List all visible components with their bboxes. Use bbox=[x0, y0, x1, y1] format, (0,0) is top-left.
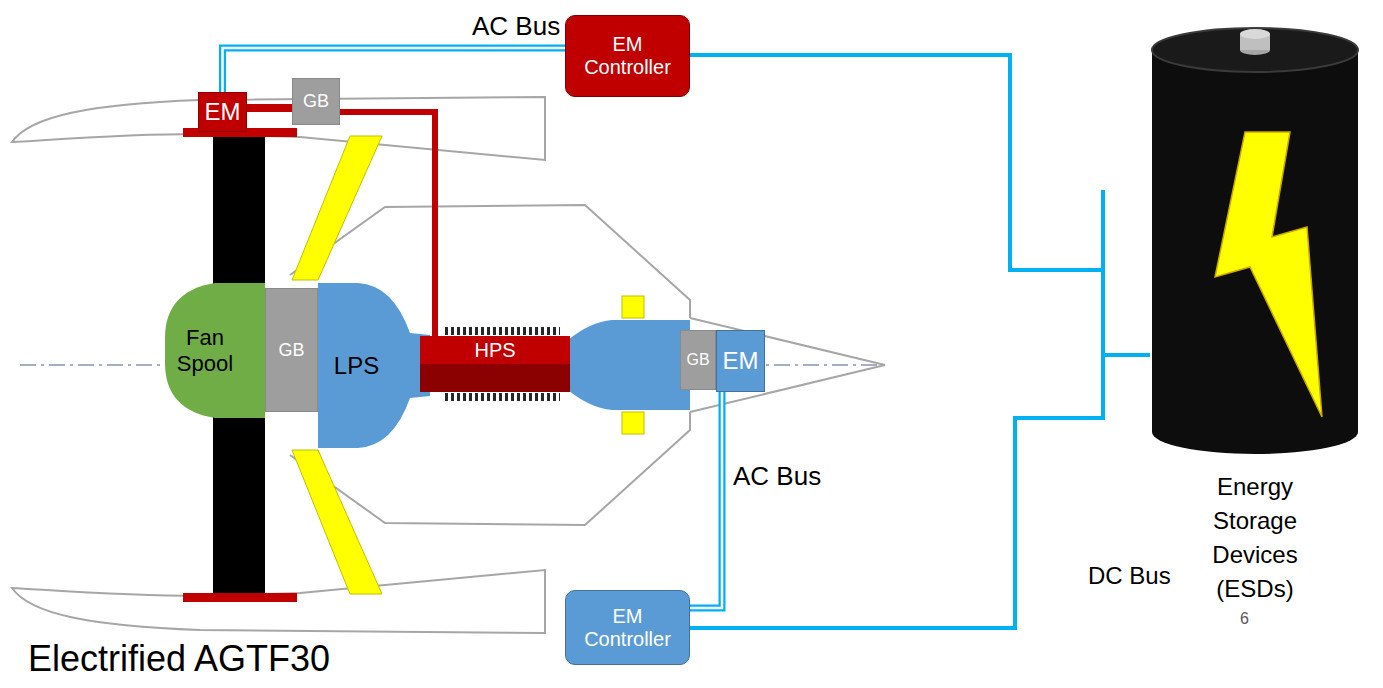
dc-bus-connector bbox=[690, 55, 1150, 355]
dc-bus-connector-line bbox=[690, 55, 1150, 355]
motor-box: EM bbox=[198, 92, 247, 132]
fan-spool-shape: Fan Spool bbox=[165, 283, 265, 418]
lightning-bolt bbox=[1215, 132, 1322, 417]
node-text: EM bbox=[723, 347, 759, 375]
high-spool-shape: HPS bbox=[420, 336, 570, 392]
figure-caption: Electrified AGTF30 bbox=[28, 638, 330, 679]
node-text: GB bbox=[303, 91, 329, 112]
bus-label-box: AC Bus bbox=[472, 12, 560, 42]
figure-caption-box: Electrified AGTF30 bbox=[28, 638, 330, 679]
ac-bus-connector-line bbox=[223, 48, 566, 92]
controller-box: EM Controller bbox=[565, 590, 690, 665]
gearbox-box: GB bbox=[265, 288, 318, 412]
low-spool-shape: LPS bbox=[318, 283, 430, 448]
page-number-box: 6 bbox=[1240, 610, 1249, 628]
nacelle-upper bbox=[12, 97, 545, 160]
low-pressure-turbine bbox=[568, 320, 690, 410]
node-text: LPS bbox=[334, 352, 379, 380]
node-text: EM Controller bbox=[578, 605, 678, 651]
node-text: EM Controller bbox=[578, 33, 678, 79]
node-text: GB bbox=[278, 340, 304, 361]
dc-bus-connector-line bbox=[690, 355, 1150, 628]
terminal-top bbox=[1240, 29, 1270, 39]
storage-cylinder: Energy Storage Devices (ESDs) bbox=[1150, 22, 1360, 612]
node-text: Fan Spool bbox=[170, 325, 240, 376]
ac-bus-connector bbox=[223, 48, 566, 92]
dc-bus-connector bbox=[690, 355, 1150, 628]
fan-spool-fill bbox=[165, 283, 265, 418]
low-spool-fill bbox=[318, 283, 430, 448]
shaft-connector bbox=[247, 108, 292, 109]
compressor-blades bbox=[445, 327, 560, 335]
high-spool-lower bbox=[420, 364, 570, 392]
ac-bus-connector-line bbox=[690, 392, 722, 608]
node-text: GB bbox=[686, 351, 709, 369]
ac-bus-connector bbox=[690, 392, 722, 608]
gearbox-box: GB bbox=[680, 330, 716, 390]
compressor-blades bbox=[445, 393, 560, 401]
high-spool-upper bbox=[420, 336, 570, 364]
exit-vane bbox=[622, 412, 644, 434]
shaft-connector-line bbox=[247, 104, 292, 112]
node-text: EM bbox=[205, 98, 241, 126]
ac-bus-connector-gap bbox=[223, 48, 566, 92]
fan-tip-strip bbox=[183, 593, 297, 602]
gearbox-box: GB bbox=[292, 78, 340, 125]
bus-label-box: DC Bus bbox=[1088, 562, 1171, 590]
fan-strut bbox=[292, 136, 382, 280]
nacelle-lower bbox=[12, 570, 545, 633]
exit-vane bbox=[622, 296, 644, 318]
page-number: 6 bbox=[1240, 610, 1249, 628]
ac-bus-connector-gap bbox=[690, 392, 722, 608]
bus-label: AC Bus bbox=[733, 462, 821, 492]
bus-label-box: AC Bus bbox=[733, 462, 821, 492]
bus-label: DC Bus bbox=[1088, 562, 1171, 590]
node-text: HPS bbox=[474, 340, 515, 360]
controller-box: EM Controller bbox=[565, 15, 690, 97]
motor-box: EM bbox=[716, 330, 765, 392]
fan-strut bbox=[292, 450, 382, 594]
cylinder-top bbox=[1152, 28, 1358, 72]
cylinder-body bbox=[1152, 50, 1358, 454]
bus-label: AC Bus bbox=[472, 12, 560, 42]
node-text: Energy Storage Devices (ESDs) bbox=[1200, 470, 1310, 606]
